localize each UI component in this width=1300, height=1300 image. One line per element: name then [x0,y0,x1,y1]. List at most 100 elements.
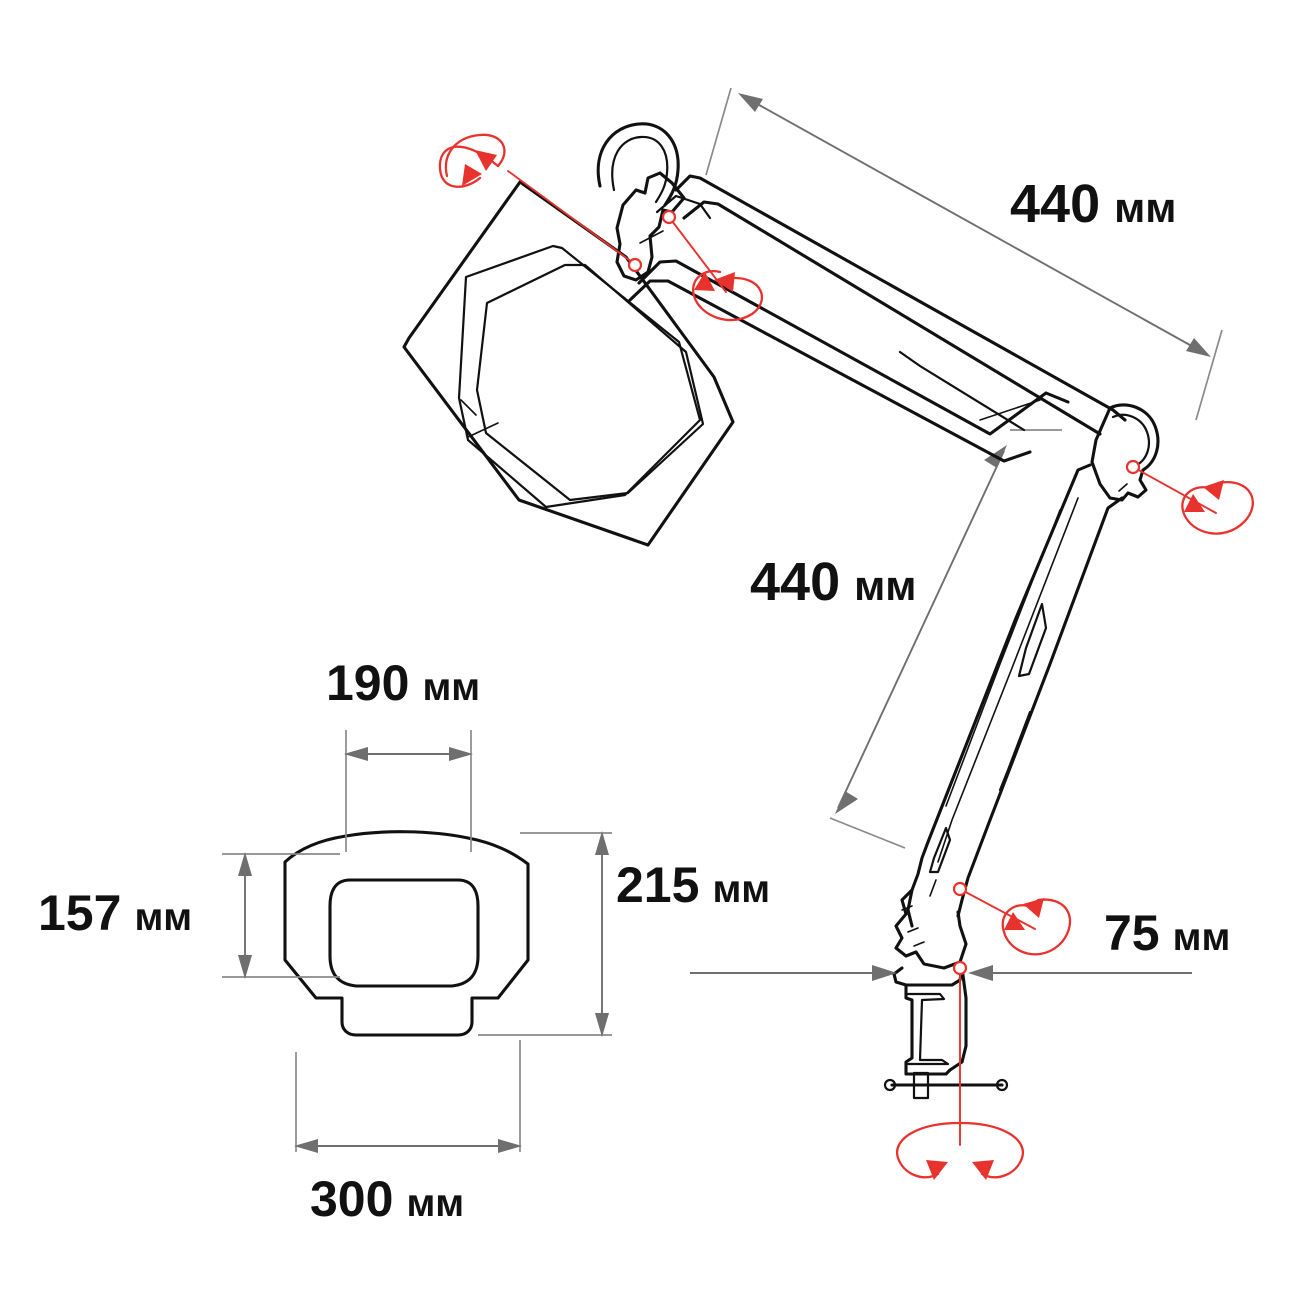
clamp-handle-knob-right [995,1078,1009,1092]
front-head-view [283,830,530,1037]
dimension-head-width-190 [344,730,473,852]
dim-arrow-215-bottom [595,1013,609,1037]
head-yoke-plate [655,194,712,220]
rot-arrow-base-b [1004,912,1025,930]
elbow-notch-detail [1118,483,1128,492]
upper-arm-edge-third [637,259,1070,436]
rot-arrow-clamp-b [972,1160,994,1180]
rotation-elbow [1125,459,1254,535]
rot-arrow-head-hinge-a [714,272,735,292]
pivot-head-hinge [661,209,677,225]
dim-arrow-300-right [498,1139,522,1153]
upper-arm-inner-slot [979,399,1041,421]
head-shade-outline [402,180,735,547]
dim-arrow-190-left [344,747,368,761]
clamp-top-jaw [892,966,964,987]
front-lens-outline [328,878,480,988]
rot-arrow-base-a [1023,898,1044,918]
dimension-head-total-width-300 [294,1040,522,1153]
head-yoke-detail [639,230,664,244]
rotation-head-hinge [661,209,763,322]
upper-arm-edge-second [682,200,1102,436]
dim-line-upper-arm [742,95,1207,355]
lower-arm-slot-lower [928,826,952,874]
lower-arm-slot-upper [1017,602,1048,678]
clamp-handle-knob-left [883,1078,897,1092]
clamp-body-c [904,983,952,1076]
rot-ellipse-elbow [1181,481,1254,535]
lower-arm-spring-rail [937,497,1079,863]
clamp-screw-collar [912,1071,930,1100]
rot-axis-elbow [1132,466,1217,514]
dim-line-lower-arm [837,450,1005,809]
head-handle-loop-inner [611,135,669,204]
dim-arrow-157-top [238,852,252,876]
dim-arrow-157-bottom [238,955,252,979]
dimension-clamp-75 [690,965,1192,981]
ext-line-lower-arm-end [829,817,906,849]
rot-arrow-elbow-a [1203,480,1224,500]
rot-axis-head-tilt [507,170,637,266]
clamp-body-right [948,966,968,1072]
lower-arm-edge-right [956,496,1124,918]
rot-ellipse-head-hinge [691,269,763,322]
lower-arm-inner-line [945,509,1061,807]
dim-arrow-upper-arm-end [1186,338,1211,357]
dimension-head-total-height-215 [478,831,612,1037]
upper-arm-taper-detail [898,350,1026,432]
dim-arrow-upper-arm-start [738,93,763,112]
upper-arm-edge-bottom [628,279,1032,463]
dim-arrow-190-right [449,747,473,761]
rot-arrow-head-tilt-b [462,164,482,186]
dimension-head-height-157 [222,852,340,979]
rot-ellipse-clamp-left [895,1121,962,1179]
rotation-clamp-vertical [895,960,1025,1180]
ext-line-upper-arm-start [705,87,732,176]
dim-arrow-lower-arm-end [835,791,858,814]
head-hinge [596,122,712,282]
dim-arrow-clamp-right [968,965,993,981]
base-joint-ribs [901,905,925,947]
dim-arrow-215-top [595,831,609,855]
lens-glass-outline [475,263,705,502]
upper-arm [628,174,1127,463]
rot-arrow-head-tilt-a [475,150,497,171]
upper-arm-edge-top [674,174,1127,422]
rot-ellipse-head-tilt-upper [438,145,500,188]
base-joint [894,888,968,970]
dim-arrow-300-left [294,1139,318,1153]
pivot-clamp-top [952,960,968,976]
dimension-upper-arm-440 [705,87,1223,421]
lower-arm-detail-a [929,879,937,897]
clamp-inner-throat [906,992,950,1066]
lamp-head [402,180,735,547]
pivot-head-tilt [627,257,643,273]
rot-ellipse-base-pivot [1001,898,1072,956]
pivot-elbow [1125,459,1141,475]
lens-bezel-outline [457,244,702,509]
rotation-base-pivot [952,881,1072,956]
lower-arm [906,463,1124,928]
lens-bezel-step [460,399,499,438]
rotation-head-tilt [438,133,643,273]
dimension-lower-arm-440 [829,429,1062,849]
elbow-joint [1090,403,1160,502]
lower-arm-slot-mid [998,710,1032,792]
base-joint-outline [894,888,968,970]
elbow-knuckle-inner [1111,413,1151,467]
pivot-base [952,881,968,897]
front-head-shell-outline [283,830,530,1037]
rot-ellipse-head-tilt-lower [444,133,506,178]
ext-line-upper-arm-end [1195,329,1223,421]
head-yoke-bracket [615,171,686,282]
dim-arrow-clamp-left [872,965,897,981]
